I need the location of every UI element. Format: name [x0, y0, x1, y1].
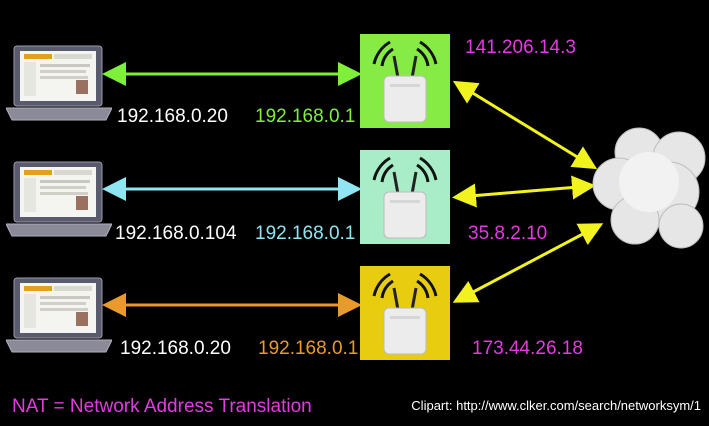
- wireless-router-icon: [360, 150, 450, 244]
- link-router3-cloud: [452, 223, 604, 303]
- laptop-ip-2: 192.168.0.104: [115, 223, 237, 244]
- laptop-ip-3: 192.168.0.20: [120, 338, 231, 359]
- nat-caption: NAT = Network Address Translation: [12, 396, 312, 417]
- laptop-ip-1: 192.168.0.20: [117, 106, 228, 127]
- router-private-ip-1: 192.168.0.1: [255, 106, 356, 127]
- router-private-ip-2: 192.168.0.1: [255, 223, 356, 244]
- cloud-icon: [592, 127, 706, 249]
- wireless-router-icon: [360, 266, 450, 360]
- public-ip-3: 173.44.26.18: [472, 338, 583, 359]
- link-router1-cloud: [452, 80, 598, 170]
- laptop-icon: [6, 160, 112, 250]
- wireless-router-icon: [360, 34, 450, 128]
- public-ip-2: 35.8.2.10: [468, 223, 548, 244]
- router-private-ip-3: 192.168.0.1: [258, 338, 359, 359]
- public-ip-1: 141.206.14.3: [465, 37, 576, 58]
- link-router2-cloud: [452, 175, 596, 208]
- laptop-icon: [6, 276, 112, 366]
- clipart-credit: Clipart: http://www.clker.com/search/net…: [411, 398, 701, 413]
- laptop-icon: [6, 44, 112, 134]
